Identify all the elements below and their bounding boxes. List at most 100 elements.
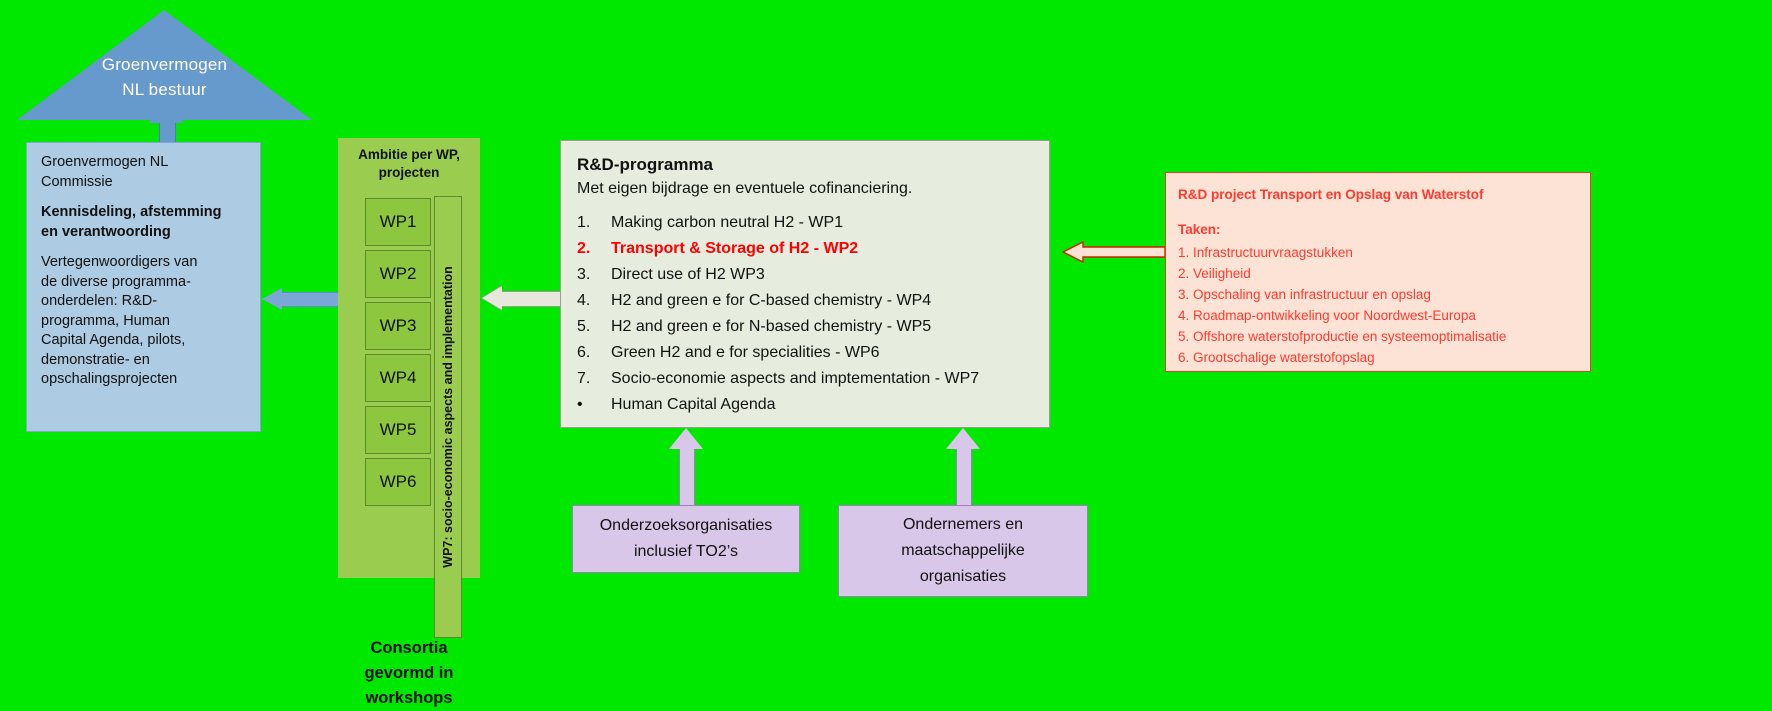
rd-list-item[interactable]: 7. Socio-economie aspects and imptementa… bbox=[577, 368, 1035, 390]
project-box-title: R&D project Transport en Opslag van Wate… bbox=[1178, 187, 1484, 202]
rd-list-item-number: 5. bbox=[577, 318, 591, 335]
rd-programme-subtitle: Met eigen bijdrage en eventuele cofinanc… bbox=[577, 180, 913, 197]
project-task-item: 2. Veiligheid bbox=[1178, 266, 1251, 281]
commission-line2: Commissie bbox=[41, 173, 113, 190]
project-tasks-list: 1. Infrastructuurvraagstukken 2. Veiligh… bbox=[1178, 242, 1580, 368]
business-line1: Ondernemers en bbox=[902, 516, 1024, 533]
commission-body-line: Vertegenwoordigers van bbox=[41, 254, 198, 270]
wp-item[interactable]: WP4 bbox=[365, 354, 431, 402]
rd-list-item-label: Green H2 and e for specialities - WP6 bbox=[611, 344, 880, 361]
commission-body-line: demonstratie- en bbox=[41, 351, 150, 368]
consortia-line3: workshops bbox=[365, 689, 453, 707]
project-tasks-label: Taken: bbox=[1178, 222, 1221, 237]
roof-label-line1: Groenvermogen bbox=[101, 55, 228, 74]
arrow-shaft bbox=[500, 291, 562, 307]
rd-workpackage-list: 1. Making carbon neutral H2 - WP1 2. Tra… bbox=[577, 212, 1035, 416]
arrow-left-to-wp-column-icon bbox=[481, 285, 562, 311]
rd-list-item-label: Human Capital Agenda bbox=[611, 396, 776, 413]
rd-list-item[interactable]: 1. Making carbon neutral H2 - WP1 bbox=[577, 212, 1035, 234]
commission-body-line: onderdelen: R&D- bbox=[41, 293, 158, 309]
arrow-head bbox=[946, 428, 980, 449]
research-organisations-label: Onderzoeksorganisaties inclusief TO2’s bbox=[600, 513, 773, 565]
rd-list-item-label: Transport & Storage of H2 - WP2 bbox=[611, 240, 859, 257]
arrow-left-shape bbox=[1062, 241, 1166, 263]
wp-stack: WP1 WP2 WP3 WP4 WP5 WP6 bbox=[365, 198, 431, 510]
business-organisations-label: Ondernemers en maatschappelijke organisa… bbox=[901, 512, 1025, 590]
commission-bold-line1: Kennisdeling, afstemming bbox=[41, 204, 222, 220]
consortia-footer: Consortia gevormd in workshops bbox=[338, 636, 480, 711]
arrow-head bbox=[148, 104, 184, 123]
rd-list-item-number: 1. bbox=[577, 214, 591, 231]
research-orgs-line1: Onderzoeksorganisaties bbox=[599, 517, 773, 534]
consortia-line1: Consortia bbox=[370, 639, 448, 657]
rd-programme-box: R&D-programma Met eigen bijdrage en even… bbox=[560, 140, 1050, 428]
wp7-vertical-band: WP7: socio-economic aspects and implemen… bbox=[434, 196, 462, 638]
governance-roof: Groenvermogen NL bestuur bbox=[17, 10, 312, 120]
rd-list-item-label: Making carbon neutral H2 - WP1 bbox=[611, 214, 844, 231]
commission-body-line: opschalingsprojecten bbox=[41, 371, 178, 387]
rd-list-item-label: H2 and green e for C-based chemistry - W… bbox=[611, 292, 932, 309]
wp-column-title-line1: Ambitie per WP, bbox=[358, 147, 460, 162]
spacer bbox=[41, 192, 248, 203]
commission-line1: Groenvermogen NL bbox=[41, 154, 169, 170]
project-task-item: 1. Infrastructuurvraagstukken bbox=[1178, 245, 1353, 260]
roof-label: Groenvermogen NL bestuur bbox=[17, 52, 312, 102]
business-line2: maatschappelijke bbox=[901, 542, 1025, 559]
wp-item[interactable]: WP2 bbox=[365, 250, 431, 298]
project-task-item: 5. Offshore waterstofproductie en systee… bbox=[1178, 329, 1507, 344]
consortia-line2: gevormd in bbox=[364, 664, 454, 682]
rd-list-item-number: 2. bbox=[577, 240, 591, 257]
rd-list-item-bullet[interactable]: • Human Capital Agenda bbox=[577, 394, 1035, 416]
rd-list-item-number: 4. bbox=[577, 292, 591, 309]
wp-column-title-line2: projecten bbox=[378, 165, 440, 180]
arrow-up-to-roof-icon bbox=[148, 104, 184, 149]
arrow-up-from-research-orgs-icon bbox=[669, 428, 703, 511]
rd-list-item-label: Socio-economie aspects and imptementatio… bbox=[611, 370, 980, 387]
arrow-shaft bbox=[956, 448, 972, 511]
project-transport-storage-box: R&D project Transport en Opslag van Wate… bbox=[1165, 172, 1591, 372]
roof-triangle-shape bbox=[17, 10, 312, 120]
wp-item[interactable]: WP1 bbox=[365, 198, 431, 246]
project-task-item: 6. Grootschalige waterstofopslag bbox=[1178, 350, 1375, 365]
wp-item[interactable]: WP3 bbox=[365, 302, 431, 350]
commission-box: Groenvermogen NL Commissie Kennisdeling,… bbox=[26, 142, 261, 432]
arrow-shaft bbox=[679, 448, 695, 511]
arrow-shaft bbox=[280, 292, 344, 307]
rd-list-item-label: Direct use of H2 WP3 bbox=[611, 266, 765, 283]
rd-list-item[interactable]: 6. Green H2 and e for specialities - WP6 bbox=[577, 342, 1035, 364]
rd-list-item[interactable]: 3. Direct use of H2 WP3 bbox=[577, 264, 1035, 286]
rd-list-item-label: H2 and green e for N-based chemistry - W… bbox=[611, 318, 932, 335]
commission-body-line: Capital Agenda, pilots, bbox=[41, 332, 186, 348]
rd-list-item-highlighted[interactable]: 2. Transport & Storage of H2 - WP2 bbox=[577, 238, 1035, 260]
wp-column-title: Ambitie per WP, projecten bbox=[338, 146, 480, 182]
commission-bold-line2: en verantwoording bbox=[41, 223, 171, 240]
diagram-canvas: Groenvermogen NL bestuur Groenvermogen N… bbox=[17, 10, 1591, 707]
arrow-up-from-business-icon bbox=[946, 428, 980, 511]
rd-programme-title: R&D-programma bbox=[577, 155, 714, 174]
commission-body-line: programma, Human bbox=[41, 312, 170, 329]
arrow-left-from-project-icon bbox=[1062, 241, 1166, 263]
wp7-vertical-label: WP7: socio-economic aspects and implemen… bbox=[441, 266, 455, 568]
arrow-head bbox=[482, 286, 502, 310]
roof-label-line2: NL bestuur bbox=[122, 80, 207, 99]
project-task-item: 4. Roadmap-ontwikkeling voor Noordwest-E… bbox=[1178, 308, 1476, 323]
rd-list-item[interactable]: 5. H2 and green e for N-based chemistry … bbox=[577, 316, 1035, 338]
wp-item[interactable]: WP6 bbox=[365, 458, 431, 506]
commission-body-line: de diverse programma- bbox=[41, 273, 191, 290]
spacer bbox=[41, 242, 248, 253]
research-orgs-line2: inclusief TO2’s bbox=[633, 543, 739, 560]
project-task-item: 3. Opschaling van infrastructuur en opsl… bbox=[1178, 287, 1431, 302]
bullet-icon: • bbox=[577, 396, 583, 413]
business-organisations-box: Ondernemers en maatschappelijke organisa… bbox=[838, 505, 1088, 597]
rd-list-item-number: 6. bbox=[577, 344, 591, 361]
rd-list-item[interactable]: 4. H2 and green e for C-based chemistry … bbox=[577, 290, 1035, 312]
arrow-head bbox=[669, 428, 703, 449]
rd-list-item-number: 7. bbox=[577, 370, 591, 387]
wp-item[interactable]: WP5 bbox=[365, 406, 431, 454]
business-line3: organisaties bbox=[919, 568, 1007, 585]
wp-column: Ambitie per WP, projecten WP1 WP2 WP3 WP… bbox=[338, 138, 480, 707]
arrow-head bbox=[262, 288, 282, 310]
research-organisations-box: Onderzoeksorganisaties inclusief TO2’s bbox=[572, 505, 800, 573]
arrow-left-to-commission-icon bbox=[262, 288, 344, 310]
rd-list-item-number: 3. bbox=[577, 266, 591, 283]
